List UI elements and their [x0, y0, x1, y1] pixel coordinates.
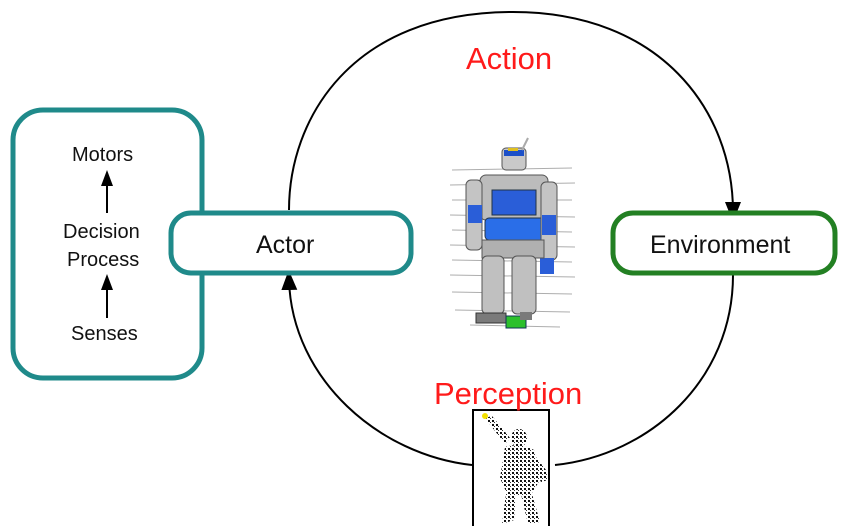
motors-label: Motors [72, 144, 134, 166]
actor-label: Actor [256, 231, 315, 259]
perception-label: Perception [434, 376, 583, 411]
robot-figure [449, 137, 576, 329]
action-arc [288, 10, 741, 222]
perception-arc-left [281, 270, 473, 466]
decision-label: Decision [63, 221, 140, 243]
action-label: Action [466, 41, 553, 76]
environment-box [610, 210, 838, 276]
process-label: Process [67, 249, 140, 271]
perception-arc-right [554, 274, 734, 466]
senses-label: Senses [71, 323, 138, 345]
actor-box [168, 210, 414, 276]
human-figure [472, 409, 550, 526]
environment-label: Environment [650, 231, 791, 259]
